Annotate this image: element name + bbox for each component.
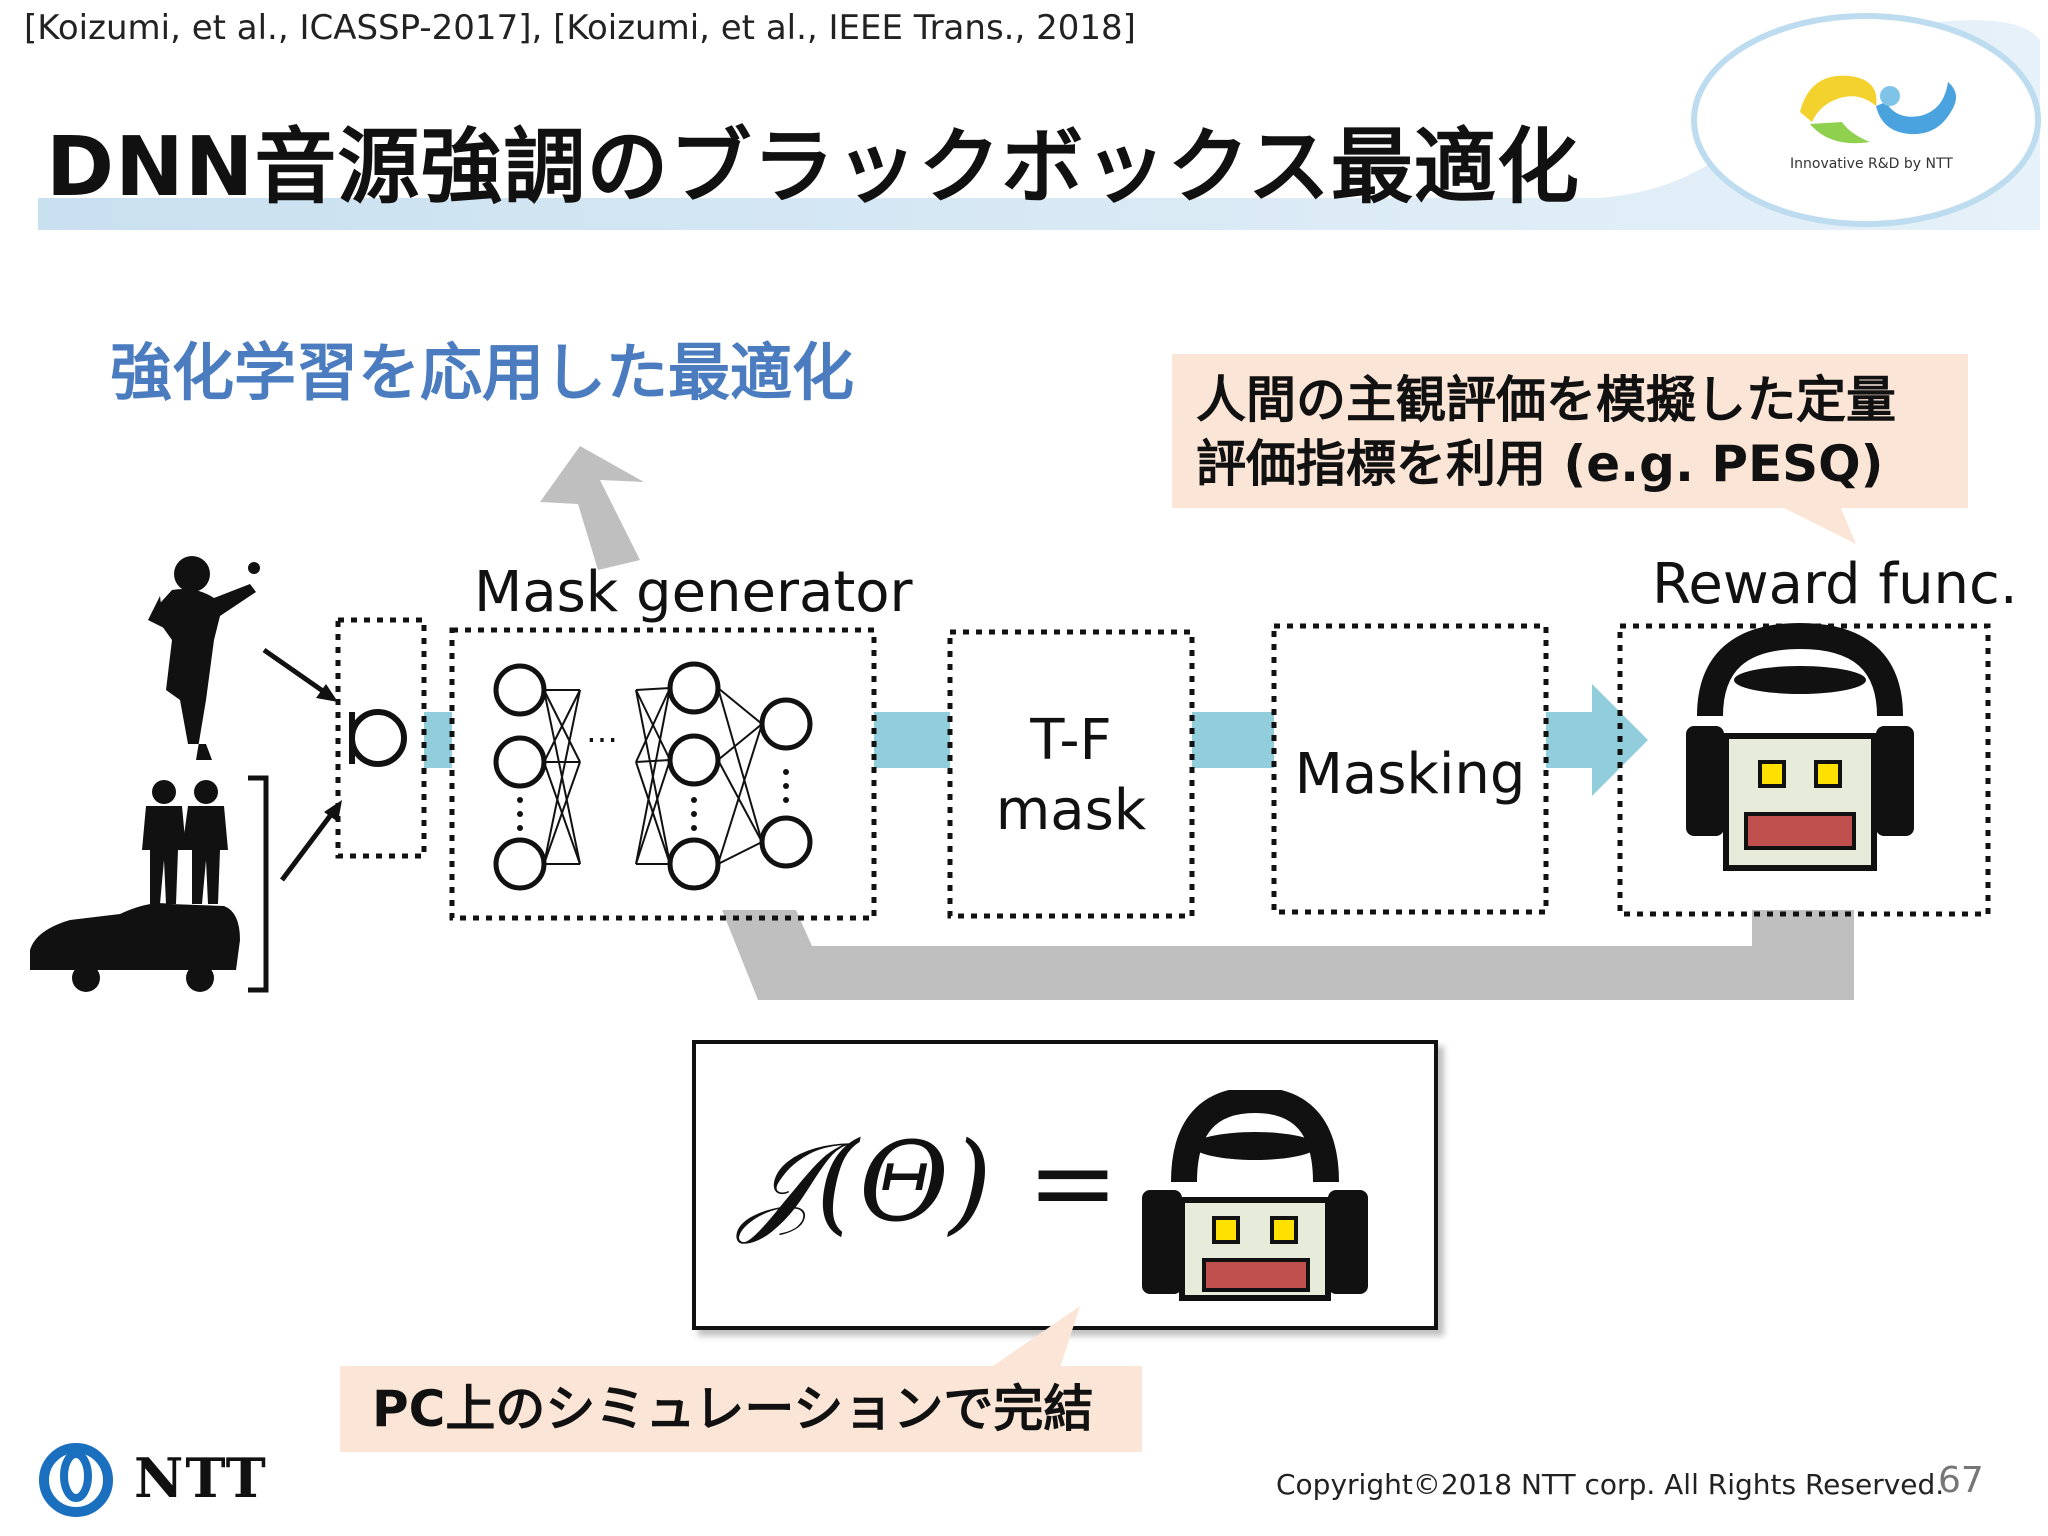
network-ellipsis: … [586,712,618,750]
microphone-box [335,617,427,859]
reward-func-label: Reward func. [1652,552,2018,617]
network-vertical-dots [517,769,789,831]
reference-citation: [Koizumi, et al., ICASSP-2017], [Koizumi… [24,8,1136,48]
speaker-silhouette-icon [148,556,260,760]
formula-robot-icon [1142,1090,1368,1301]
people-silhouette-icon [142,780,228,904]
microphone-icon [349,709,407,767]
callout-pc-simulation: PC上のシミュレーションで完結 [340,1366,1142,1452]
arrow-dnn-to-mask [874,712,950,768]
slide-title: DNN音源強調のブラックボックス最適化 [46,120,1580,215]
ntt-wordmark: NTT [134,1446,268,1510]
arrow-masking-to-reward [1546,684,1648,796]
tf-mask-box [947,629,1195,919]
arrow-mask-to-masking [1192,712,1274,768]
copyright: Copyright©2018 NTT corp. All Rights Rese… [1276,1468,1945,1501]
masking-label: Masking [1294,742,1526,807]
subtitle: 強化学習を応用した最適化 [110,336,855,409]
logo-caption: Innovative R&D by NTT [1790,156,1953,172]
tf-mask-line-1: T-F [1030,708,1112,773]
callout-human-evaluation: 人間の主観評価を模擬した定量 評価指標を利用 (e.g. PESQ) [1172,354,1968,508]
mask-generator-label: Mask generator [474,560,913,625]
page-number: 67 [1938,1460,1984,1501]
tf-mask-line-2: mask [995,778,1147,843]
ntt-logo-icon [39,1443,113,1517]
callout-line-2: 評価指標を利用 (e.g. PESQ) [1196,435,1884,493]
header-band [38,13,2041,231]
callout-pointer [1780,506,1856,544]
innovative-logo-icon [1800,75,1956,144]
arrow-mic-to-dnn [424,712,452,768]
feedback-path [722,910,1854,1000]
tf-mask-label: T-F mask [952,706,1190,846]
car-silhouette-icon [30,903,240,992]
callout-line-1: 人間の主観評価を模擬した定量 [1196,371,1896,429]
masking-box [1271,623,1549,915]
optimization-arrow [540,446,644,570]
objective-formula: 𝒥(Θ) = [740,1118,1120,1246]
network-connections [543,687,763,865]
reward-robot-icon [1686,622,1914,871]
mask-generator-box [449,627,877,921]
bottom-callout-pointer [990,1306,1080,1368]
